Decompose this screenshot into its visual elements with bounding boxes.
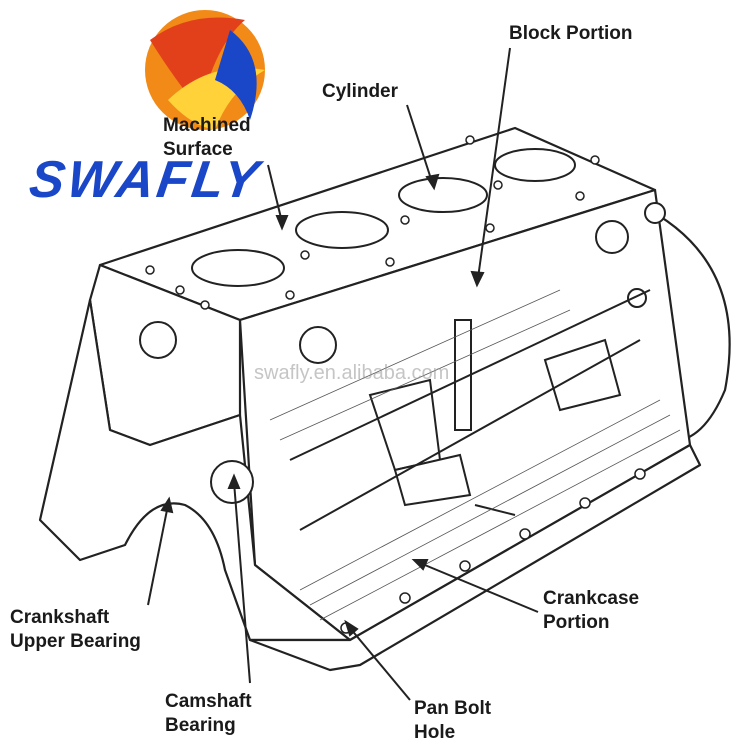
deck-bolt-holes <box>145 135 600 310</box>
cylinder-bores <box>191 148 576 287</box>
label-cylinder: Cylinder <box>322 81 399 102</box>
watermark-text: swafly.en.alibaba.com <box>254 362 450 384</box>
label-camshaft-bearing: Camshaft Bearing <box>165 691 252 736</box>
label-block-portion: Block Portion <box>509 23 633 44</box>
swafly-bird-logo <box>145 10 265 130</box>
bearing-holes <box>139 202 666 504</box>
label-pan-bolt-hole: Pan Bolt Hole <box>414 698 492 743</box>
pan-bolt-holes <box>340 468 646 634</box>
label-crankshaft-upper-bearing: Crankshaft Upper Bearing <box>10 607 141 652</box>
leader-lines <box>147 47 539 701</box>
pan-flange <box>248 443 702 672</box>
label-crankcase-portion: Crankcase Portion <box>543 588 640 633</box>
label-machined-surface: Machined Surface <box>163 115 251 160</box>
side-hatching <box>269 289 681 621</box>
side-fittings <box>289 289 651 531</box>
